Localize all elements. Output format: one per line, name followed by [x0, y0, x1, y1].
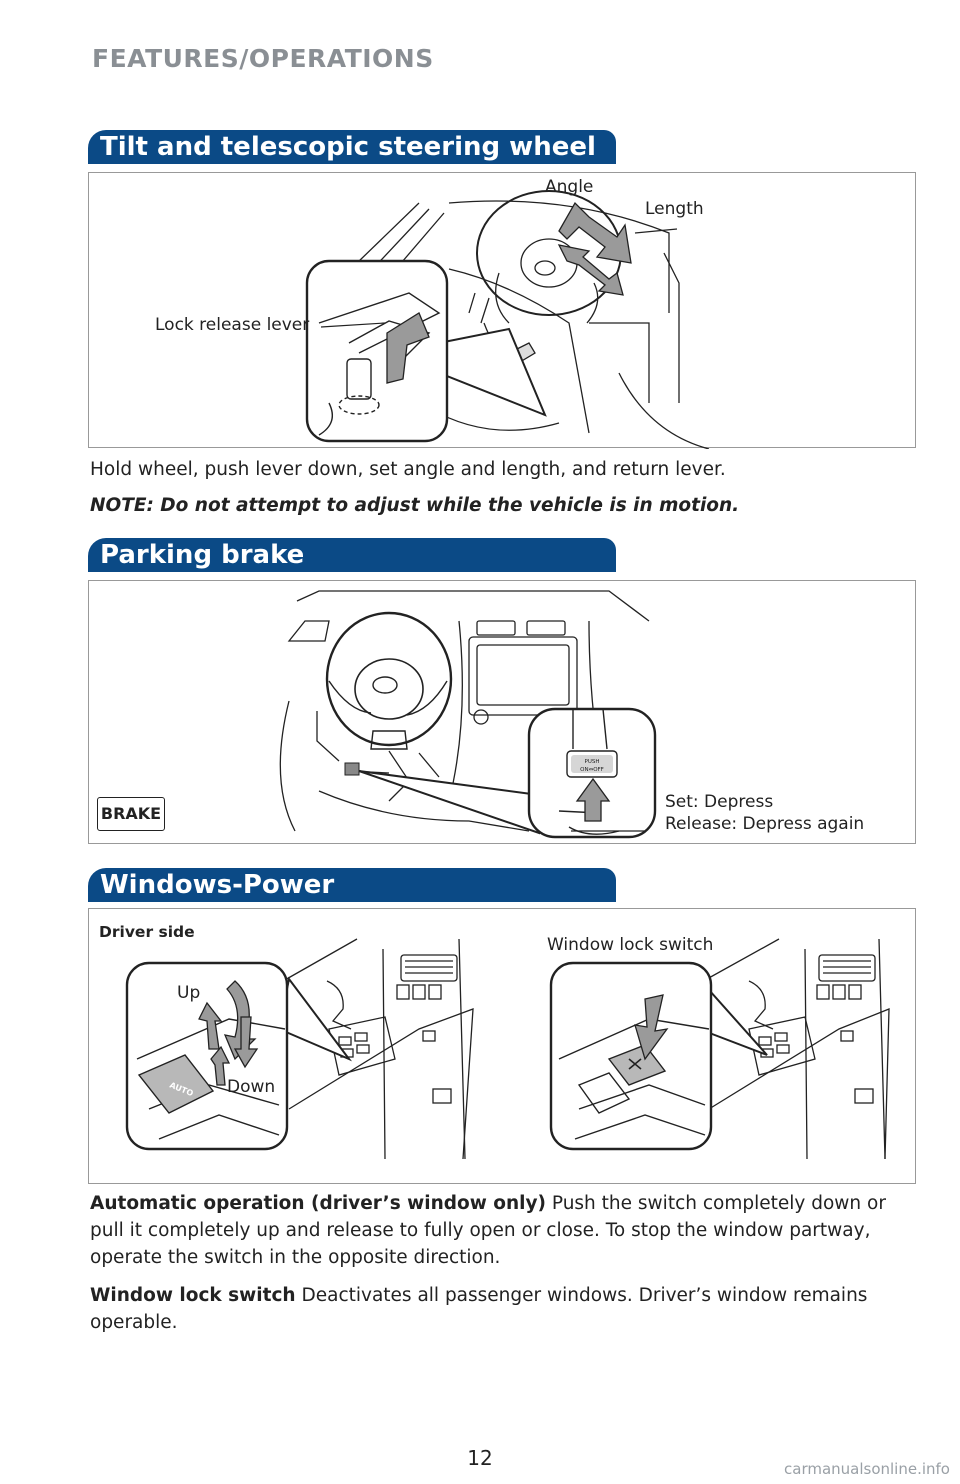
parking-brake-illustration-panel: PUSH ON⇔OFF BRAKE Set: Depress Release: … — [88, 580, 916, 844]
window-lock-switch-label: Window lock switch — [547, 935, 714, 955]
automatic-operation-body: Push the switch completely down or pull … — [90, 1193, 886, 1268]
section-label: FEATURES/OPERATIONS — [92, 44, 434, 73]
length-label: Length — [645, 199, 704, 219]
windows-illustration-panel: AUTO Driver side Up Down Window lock swi… — [88, 908, 916, 1184]
window-switch-illustration: AUTO — [125, 938, 890, 1160]
window-lock-body: Deactivates all passenger windows. Drive… — [90, 1285, 868, 1333]
driver-side-label: Driver side — [99, 923, 195, 941]
window-up-label: Up — [177, 983, 201, 1003]
windows-power-section-banner: Windows-Power — [88, 868, 616, 902]
automatic-operation-text: Automatic operation (driver’s window onl… — [90, 1190, 920, 1271]
page-number: 12 — [467, 1446, 493, 1470]
steering-wheel-illustration — [305, 190, 710, 449]
watermark: carmanualsonline.info — [784, 1460, 950, 1478]
window-down-label: Down — [227, 1077, 276, 1097]
steering-note: NOTE: Do not attempt to adjust while the… — [90, 495, 740, 516]
steering-illustration-panel: Angle Length Lock release lever — [88, 172, 916, 449]
parking-brake-section-banner: Parking brake — [88, 538, 616, 572]
set-instruction: Set: Depress — [665, 792, 774, 812]
parking-brake-illustration: PUSH ON⇔OFF — [279, 590, 657, 839]
automatic-operation-lead: Automatic operation (driver’s window onl… — [90, 1193, 546, 1214]
window-lock-lead: Window lock switch — [90, 1285, 296, 1306]
window-lock-text: Window lock switch Deactivates all passe… — [90, 1282, 920, 1336]
release-instruction: Release: Depress again — [665, 814, 865, 834]
push-label: PUSH — [585, 759, 600, 765]
steering-section-banner: Tilt and telescopic steering wheel — [88, 130, 616, 164]
angle-label: Angle — [545, 177, 594, 197]
on-off-label: ON⇔OFF — [580, 767, 604, 773]
brake-indicator-badge: BRAKE — [97, 797, 165, 831]
steering-instruction: Hold wheel, push lever down, set angle a… — [90, 459, 726, 480]
lock-release-lever-label: Lock release lever — [155, 315, 310, 335]
